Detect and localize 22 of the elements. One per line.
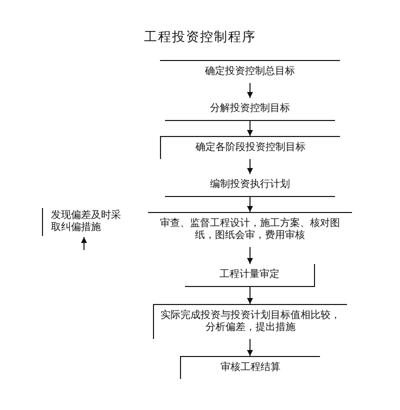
step-text: 编制投资执行计划 — [209, 179, 291, 191]
step-text: 实际完成投资与投资计划目标值相比较，分析偏差，提出措施 — [160, 310, 341, 334]
process-step — [185, 264, 315, 287]
diagram-title: 工程投资控制程序 — [143, 30, 257, 46]
step-text: 分解投资控制目标 — [209, 103, 291, 115]
step-text: 确定各阶段投资控制目标 — [194, 142, 306, 154]
note-text: 发现偏差及时采取纠偏措施 — [51, 210, 122, 234]
step-text: 工程计量审定 — [218, 269, 280, 281]
process-step — [160, 136, 340, 159]
step-text: 审查、监督工程设计，施工方案、核对图纸，图纸会审，费用审核 — [159, 218, 341, 242]
arrow — [247, 286, 253, 304]
arrow — [247, 82, 253, 98]
arrow — [247, 158, 253, 174]
step-text: 审核工程结算 — [220, 362, 282, 374]
arrow — [247, 196, 253, 212]
step-text: 确定投资控制总目标 — [204, 66, 296, 78]
arrow — [247, 338, 253, 356]
arrow — [247, 120, 253, 136]
process-step — [180, 356, 320, 379]
arrow — [247, 246, 253, 264]
arrow — [81, 236, 87, 250]
process-step — [153, 304, 347, 339]
